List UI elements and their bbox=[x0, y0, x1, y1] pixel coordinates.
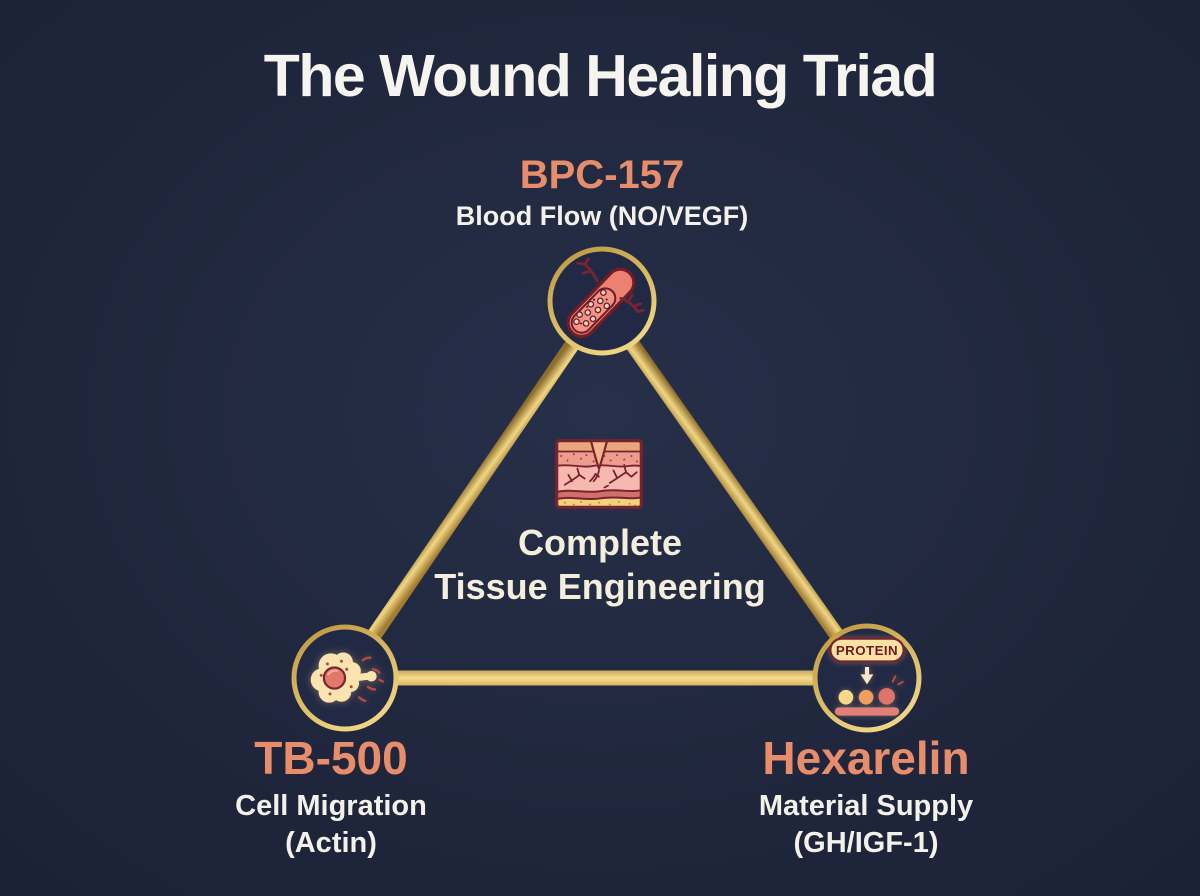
node-label-bottom-right: Hexarelin Material Supply (GH/IGF-1) bbox=[759, 733, 973, 862]
peptide-role-line2: (Actin) bbox=[285, 827, 377, 859]
center-label-line2: Tissue Engineering bbox=[434, 566, 766, 607]
down-arrow-icon bbox=[860, 674, 874, 685]
peptide-name-tb500: TB-500 bbox=[254, 732, 408, 784]
peptide-role-bpc157: Blood Flow (NO/VEGF) bbox=[455, 201, 749, 231]
infographic-title: The Wound Healing Triad bbox=[263, 43, 938, 109]
wound-skin-cross-section-icon bbox=[555, 439, 643, 509]
blood-vessel-icon bbox=[566, 257, 645, 338]
peptide-name-hexarelin: Hexarelin bbox=[762, 732, 970, 784]
center-label-line1: Complete bbox=[517, 522, 683, 563]
peptide-role-line1: Cell Migration bbox=[235, 790, 427, 822]
peptide-role-line2: (GH/IGF-1) bbox=[793, 827, 939, 859]
node-label-top: BPC-157 Blood Flow (NO/VEGF) bbox=[456, 153, 748, 232]
migrating-cell-icon bbox=[310, 652, 384, 703]
peptide-name-bpc157: BPC-157 bbox=[519, 153, 685, 197]
center-label: Complete Tissue Engineering bbox=[434, 521, 765, 609]
protein-supply-icon: PROTEIN bbox=[829, 637, 905, 716]
peptide-role-line1: Material Supply bbox=[758, 790, 974, 822]
protein-pill-label: PROTEIN bbox=[836, 643, 898, 658]
peptide-role-hexarelin: Material Supply (GH/IGF-1) bbox=[759, 788, 973, 862]
node-label-bottom-left: TB-500 Cell Migration (Actin) bbox=[235, 733, 427, 862]
peptide-role-tb500: Cell Migration (Actin) bbox=[235, 788, 427, 862]
triangle-edge-right bbox=[595, 296, 874, 683]
triangle-edge-left bbox=[338, 296, 609, 683]
